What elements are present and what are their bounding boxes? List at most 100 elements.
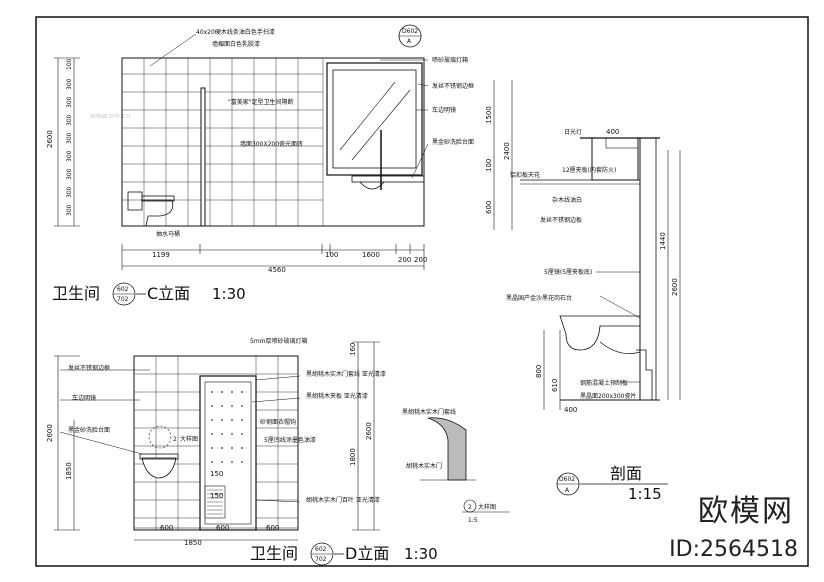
elev-c-note-tile: 墙面300X200瓷光面砖 bbox=[240, 140, 303, 148]
section-left-dims bbox=[493, 80, 561, 410]
elevation-c: 2600 100 300 300 300 300 300 300 300 300… bbox=[46, 24, 474, 306]
section-callout-sub: A bbox=[565, 487, 570, 494]
elev-d-right-dim: 160 bbox=[349, 343, 357, 356]
elev-d-inner-dim: 150 bbox=[210, 470, 223, 478]
elev-c-bottom-dims bbox=[121, 244, 425, 270]
section-callout-code: D602 bbox=[559, 476, 575, 483]
section-detail-note: 黑胡桃木实木门套线 bbox=[402, 408, 456, 416]
elev-c-left-dim: 300 bbox=[66, 78, 73, 90]
elev-c-left-dims bbox=[54, 57, 80, 227]
section-dim: 400 bbox=[564, 406, 577, 414]
elev-d-basin bbox=[141, 457, 177, 479]
elev-d-bottom-dim: 600 bbox=[160, 524, 173, 532]
section-note-board: 5厘镜(5厘夹板底) bbox=[544, 268, 592, 276]
watermark-brand: 欧模网 bbox=[698, 494, 794, 529]
elev-d-door-pattern bbox=[211, 391, 243, 463]
sheet-border bbox=[35, 16, 809, 567]
elev-c-left-dim: 100 bbox=[66, 58, 73, 70]
elev-d-note-sandglass: 砂钢面衣帽钩 bbox=[260, 418, 296, 426]
section-detail bbox=[427, 417, 467, 481]
elevation-d: 2 大样图 2600 1850 160 2600 1800 600 600 60… bbox=[46, 337, 438, 566]
elev-c-partition-post bbox=[200, 87, 206, 227]
elev-c-note-partition: "富美家"定型卫生间隔断 bbox=[228, 98, 294, 106]
elev-c-mirror-frame bbox=[326, 62, 423, 176]
elev-c-bottom-dim: 1600 bbox=[362, 251, 380, 259]
elev-c-wall bbox=[121, 57, 425, 227]
elev-d-right-dims bbox=[352, 341, 380, 531]
elev-d-ref-top: 602 bbox=[315, 546, 327, 553]
section-note-ply: 12厘夹板(内套防火) bbox=[562, 166, 616, 174]
section-dim: 2600 bbox=[671, 278, 679, 296]
section-dim: 610 bbox=[551, 379, 559, 392]
section-detail-no: 2 bbox=[468, 504, 472, 511]
elev-d-bottom-dim: 600 bbox=[266, 524, 279, 532]
elev-c-suffix: C立面 bbox=[147, 284, 190, 303]
elev-c-left-dim: 300 bbox=[66, 150, 73, 162]
elev-d-note-glass-box: 5mm厚喷砂玻璃灯箱 bbox=[250, 337, 308, 345]
elev-d-bottom-dim: 600 bbox=[216, 524, 229, 532]
elev-c-tile-grid bbox=[122, 58, 324, 226]
section-note-granite: 黑晶国产金沙黑花岗石台 bbox=[506, 294, 572, 302]
section-dim: 800 bbox=[535, 365, 543, 378]
section-detail-scale: 1:5 bbox=[468, 517, 478, 524]
elev-d-left-dim: 1850 bbox=[65, 462, 73, 480]
section-dim: 600 bbox=[485, 201, 493, 214]
elev-c-note-glass: 喷砂玻璃灯箱 bbox=[432, 56, 468, 64]
elev-d-suffix: D立面 bbox=[345, 544, 389, 563]
section-basin bbox=[559, 315, 641, 351]
section-detail-note2: 胡桃木实木门 bbox=[406, 462, 442, 470]
section-detail-label: 大样图 bbox=[478, 503, 496, 511]
elev-c-bottom-dim: 100 bbox=[325, 251, 338, 259]
elev-c-title: 卫生间 bbox=[52, 284, 100, 303]
elev-c-left-dim: 300 bbox=[66, 132, 73, 144]
elev-d-note-door-panel: 黑胡桃木夹板 亚光清漆 bbox=[306, 392, 368, 400]
elev-c-left-total: 2600 bbox=[46, 130, 54, 148]
elev-c-note-basin: 黑金砂洗脸台面 bbox=[432, 138, 474, 146]
elev-c-bottom-total: 4560 bbox=[268, 266, 286, 274]
elev-c-bottom-dim: 200 bbox=[414, 256, 427, 264]
elev-d-note-ss-frame: 发丝不锈钢边框 bbox=[68, 364, 110, 372]
section-note-steel: 钢筋混凝土预制板 bbox=[580, 379, 628, 387]
elev-d-bottom-dims bbox=[134, 527, 298, 541]
elev-c-note-ss-edge: 发丝不锈钢边框 bbox=[432, 82, 474, 90]
elev-c-callout-code: D602 bbox=[402, 28, 418, 35]
elev-c-note-paint: 墙楣面白色乳胶漆 bbox=[212, 40, 260, 48]
section-note-wood: 杂木线油白 bbox=[552, 196, 582, 204]
elev-d-left-dims bbox=[54, 355, 80, 531]
section-dim: 2400 bbox=[503, 142, 511, 160]
watermark-id: ID:2564518 bbox=[669, 537, 798, 562]
section-dim-top: 400 bbox=[606, 128, 619, 136]
elev-c-left-dim: 300 bbox=[66, 96, 73, 108]
section-note-lamp: 日光灯 bbox=[564, 128, 582, 136]
elev-c-left-dim: 300 bbox=[66, 204, 73, 216]
elev-d-bottom-total: 1850 bbox=[184, 539, 202, 547]
elev-c-left-dim: 300 bbox=[66, 186, 73, 198]
elev-d-door bbox=[199, 375, 257, 531]
elev-c-scale: 1:30 bbox=[212, 285, 246, 303]
elev-d-scale: 1:30 bbox=[404, 545, 438, 563]
section-note-ss: 发丝不锈钢边板 bbox=[540, 216, 582, 224]
elev-d-detail-label: 大样图 bbox=[180, 435, 198, 443]
elev-d-note-door: 胡桃木实木门百叶 亚光清漆 bbox=[306, 496, 380, 504]
section-scale: 1:15 bbox=[628, 485, 662, 503]
elev-d-note-groove: 5厘凹线涂墨色油漆 bbox=[264, 436, 316, 444]
elev-c-ref-bottom: 702 bbox=[117, 296, 129, 303]
elev-d-right-dim: 1800 bbox=[349, 448, 357, 466]
elev-c-note-skirting: 40x20硬木线条油白色手扫漆 bbox=[196, 28, 275, 36]
section-dim: 1500 bbox=[485, 106, 493, 124]
elev-d-detail-no: 2 bbox=[173, 436, 177, 443]
elev-c-left-dim: 300 bbox=[66, 168, 73, 180]
section-dim: 1440 bbox=[659, 232, 667, 250]
elev-d-right-dim: 2600 bbox=[365, 422, 373, 440]
elev-c-ref-top: 602 bbox=[117, 286, 129, 293]
section-note-ceiling: 铝扣板天花 bbox=[510, 171, 540, 179]
elev-d-inner-dim: 150 bbox=[210, 492, 223, 500]
section-note-base: 黑晶面200x300瓷片 bbox=[580, 392, 636, 400]
elev-c-basin-counter bbox=[351, 175, 425, 183]
watermark-site: www.om.cn bbox=[90, 112, 130, 120]
section-right-dims bbox=[667, 150, 681, 400]
elev-d-note-basin: 黑金砂洗脸台面 bbox=[68, 426, 110, 434]
elev-d-note-mirror: 车边明镜 bbox=[72, 394, 96, 402]
elev-c-bottom-dim: 200 bbox=[398, 256, 411, 264]
